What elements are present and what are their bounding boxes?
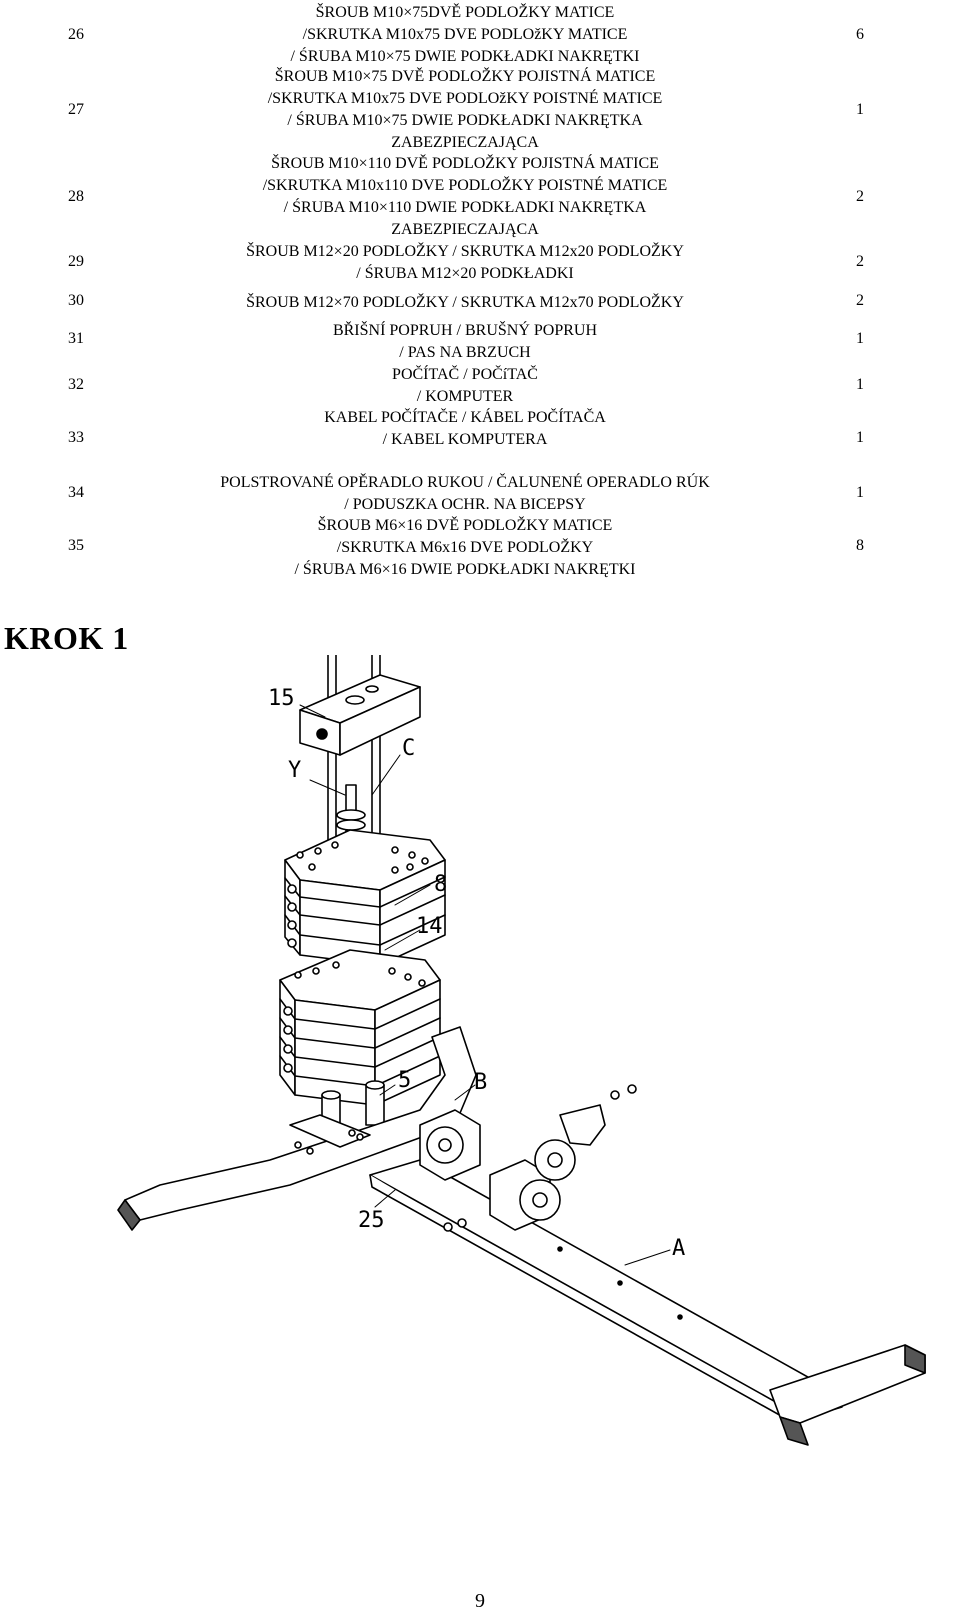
part-description: ŠROUB M10×75DVĚ PODLOŽKY MATICE /SKRUTKA… bbox=[150, 2, 780, 68]
part-quantity: 2 bbox=[856, 188, 864, 205]
label-5: 5 bbox=[398, 1068, 411, 1093]
callout-leaders bbox=[299, 704, 671, 1266]
part-description-line: ŠROUB M10×110 DVĚ PODLOŽKY POJISTNÁ MATI… bbox=[271, 155, 659, 172]
page-number: 9 bbox=[475, 1590, 485, 1612]
part-description-line: / PODUSZKA OCHR. NA BICEPSY bbox=[344, 496, 586, 513]
part-description: ŠROUB M6×16 DVĚ PODLOŽKY MATICE /SKRUTKA… bbox=[150, 515, 780, 581]
part-description-line: / ŚRUBA M6×16 DWIE PODKŁADKI NAKRĘTKI bbox=[294, 561, 636, 578]
part-quantity: 1 bbox=[856, 376, 864, 393]
part-description: POČÍTAČ / POČíTAČ / KOMPUTER bbox=[150, 364, 780, 408]
top-plate bbox=[299, 674, 421, 756]
part-number: 28 bbox=[68, 188, 84, 205]
part-number: 29 bbox=[68, 253, 84, 270]
part-description-line: KABEL POČÍTAČE / KÁBEL POČÍTAČA bbox=[324, 409, 606, 426]
part-description-line: / KABEL KOMPUTERA bbox=[382, 431, 548, 448]
pulley-assembly bbox=[419, 1084, 637, 1232]
part-number: 34 bbox=[68, 484, 84, 501]
assembly-diagram: 15 C Y 8 14 5 B 25 A bbox=[117, 655, 926, 1446]
part-description-line: POLSTROVANÉ OPĚRADLO RUKOU / ČALUNENÉ OP… bbox=[220, 474, 710, 491]
part-quantity: 1 bbox=[856, 101, 864, 118]
part-description-line: ŠROUB M12×20 PODLOŽKY / SKRUTKA M12x20 P… bbox=[246, 243, 684, 260]
part-description-line: ŠROUB M6×16 DVĚ PODLOŽKY MATICE bbox=[317, 517, 613, 534]
part-description-line: / ŚRUBA M12×20 PODKŁADKI bbox=[356, 265, 574, 282]
label-a: A bbox=[672, 1236, 685, 1261]
part-description-line: BŘIŠNÍ POPRUH / BRUŠNÝ POPRUH bbox=[332, 322, 598, 339]
part-number: 27 bbox=[68, 101, 84, 118]
part-description: POLSTROVANÉ OPĚRADLO RUKOU / ČALUNENÉ OP… bbox=[150, 472, 780, 516]
label-25: 25 bbox=[358, 1208, 385, 1233]
rear-stabilizer bbox=[769, 1344, 926, 1446]
part-description-line: /SKRUTKA M6x16 DVE PODLOŽKY bbox=[336, 539, 594, 556]
label-c: C bbox=[402, 736, 415, 761]
part-number: 33 bbox=[68, 429, 84, 446]
part-description-line: ŠROUB M10×75 DVĚ PODLOŽKY POJISTNÁ MATIC… bbox=[274, 68, 656, 85]
part-description-line: ZABEZPIECZAJĄCA bbox=[391, 134, 539, 151]
part-quantity: 8 bbox=[856, 537, 864, 554]
part-description: KABEL POČÍTAČE / KÁBEL POČÍTAČA / KABEL … bbox=[150, 407, 780, 451]
part-quantity: 6 bbox=[856, 26, 864, 43]
part-description-line: POČÍTAČ / POČíTAČ bbox=[392, 366, 538, 383]
part-quantity: 2 bbox=[856, 253, 864, 270]
part-number: 30 bbox=[68, 292, 84, 309]
part-description-line: ŠROUB M12×70 PODLOŽKY / SKRUTKA M12x70 P… bbox=[246, 294, 684, 311]
part-number: 35 bbox=[68, 537, 84, 554]
label-14: 14 bbox=[416, 914, 443, 939]
part-number: 26 bbox=[68, 26, 84, 43]
part-description: ŠROUB M12×70 PODLOŽKY / SKRUTKA M12x70 P… bbox=[150, 292, 780, 314]
part-quantity: 1 bbox=[856, 484, 864, 501]
part-description-line: / ŚRUBA M10×75 DWIE PODKŁADKI NAKRĘTKA bbox=[287, 112, 643, 129]
mounting-bracket bbox=[289, 1114, 371, 1155]
part-description: BŘIŠNÍ POPRUH / BRUŠNÝ POPRUH / PAS NA B… bbox=[150, 320, 780, 364]
part-description-line: / KOMPUTER bbox=[416, 388, 514, 405]
part-quantity: 1 bbox=[856, 330, 864, 347]
upper-weight-stack bbox=[284, 829, 446, 966]
part-description: ŠROUB M10×110 DVĚ PODLOŽKY POJISTNÁ MATI… bbox=[150, 153, 780, 241]
label-8: 8 bbox=[434, 872, 447, 897]
label-15: 15 bbox=[268, 686, 295, 711]
part-description-line: /SKRUTKA M10x110 DVE PODLOŽKY POISTNÉ MA… bbox=[262, 177, 668, 194]
base-tube-b bbox=[117, 1026, 477, 1231]
part-description: ŠROUB M10×75 DVĚ PODLOŽKY POJISTNÁ MATIC… bbox=[150, 66, 780, 154]
part-description-line: ZABEZPIECZAJĄCA bbox=[391, 221, 539, 238]
part-quantity: 1 bbox=[856, 429, 864, 446]
part-quantity: 2 bbox=[856, 292, 864, 309]
part-description-line: ŠROUB M10×75DVĚ PODLOŽKY MATICE bbox=[315, 4, 615, 21]
part-description-line: / ŚRUBA M10×75 DWIE PODKŁADKI NAKRĘTKI bbox=[290, 48, 640, 65]
part-number: 32 bbox=[68, 376, 84, 393]
part-description-line: / ŚRUBA M10×110 DWIE PODKŁADKI NAKRĘTKA bbox=[283, 199, 647, 216]
part-description-line: /SKRUTKA M10x75 DVE PODLOžKY MATICE bbox=[302, 26, 628, 43]
lower-weight-stack bbox=[279, 949, 441, 1106]
base-tube-a bbox=[369, 1159, 843, 1423]
part-description: ŠROUB M12×20 PODLOŽKY / SKRUTKA M12x20 P… bbox=[150, 241, 780, 285]
label-y: Y bbox=[288, 758, 301, 783]
step-title: KROK 1 bbox=[4, 620, 129, 656]
part-description-line: / PAS NA BRZUCH bbox=[399, 344, 531, 361]
part-number: 31 bbox=[68, 330, 84, 347]
part-description-line: /SKRUTKA M10x75 DVE PODLOžKY POISTNÉ MAT… bbox=[267, 90, 663, 107]
label-b: B bbox=[474, 1070, 487, 1095]
